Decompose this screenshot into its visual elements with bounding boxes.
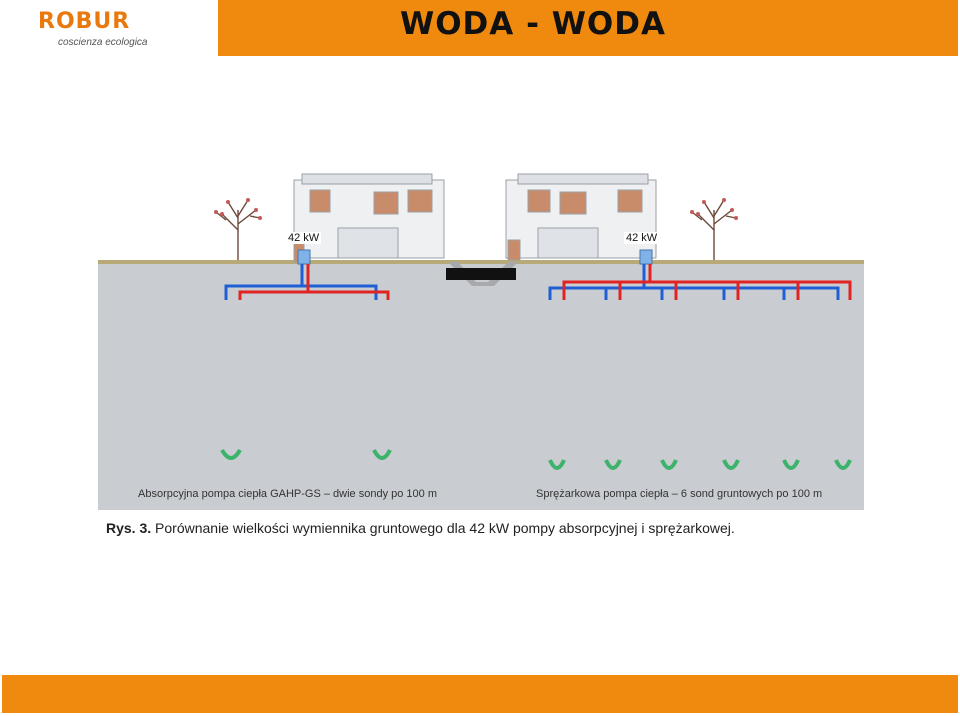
logo-wordmark: ROBUR <box>38 9 131 34</box>
tree-left-leaves <box>214 198 262 220</box>
trench-pipe <box>446 268 516 280</box>
ground-area <box>98 262 864 542</box>
right-branches <box>604 282 800 300</box>
figure-caption: Rys. 3. Porównanie wielkości wymiennika … <box>106 520 735 536</box>
caption-left: Absorpcyjna pompa ciepła GAHP-GS – dwie … <box>138 488 437 500</box>
figure-caption-label: Rys. 3. <box>106 520 152 536</box>
footer-bar <box>2 675 958 713</box>
heat-pump-left <box>297 249 311 265</box>
right-manifold <box>548 264 852 300</box>
page-title: WODA - WODA <box>400 6 666 42</box>
heat-pump-right <box>639 249 653 265</box>
title-bar: WODA - WODA <box>218 0 958 56</box>
left-manifold <box>224 264 390 300</box>
tree-right-leaves <box>690 198 738 220</box>
power-label-left: 42 kW <box>286 232 322 244</box>
robur-logo: ROBUR coscienza ecologica <box>38 10 198 52</box>
building-right <box>505 173 657 261</box>
tree-right <box>691 199 737 260</box>
figure-drawing <box>98 173 864 542</box>
power-label-right: 42 kW <box>624 232 660 244</box>
ground-exchanger-figure: 42 kW 42 kW Absorpcyjna pompa ciepła GAH… <box>98 170 864 542</box>
figure-caption-text: Porównanie wielkości wymiennika gruntowe… <box>151 520 735 536</box>
ground-surface <box>98 260 864 264</box>
caption-right: Sprężarkowa pompa ciepła – 6 sond grunto… <box>536 488 823 500</box>
right-probes <box>548 300 852 470</box>
building-left <box>293 173 445 263</box>
tree-left <box>215 199 261 260</box>
caption-band <box>98 510 864 542</box>
left-probes <box>220 300 392 460</box>
logo-tagline: coscienza ecologica <box>58 37 148 48</box>
